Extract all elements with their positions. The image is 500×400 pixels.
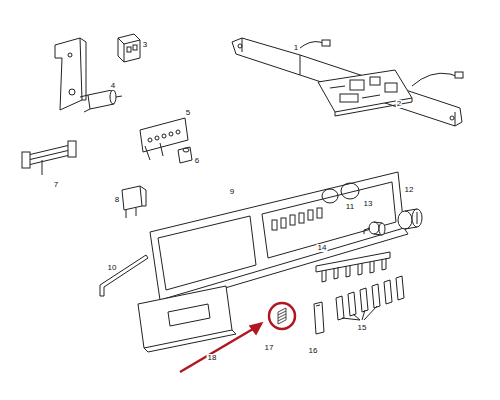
control-board (318, 70, 412, 116)
callout-number: 1 (293, 44, 299, 52)
small-knob (364, 222, 385, 235)
callout-number: 6 (194, 157, 200, 165)
side-bracket (55, 38, 86, 110)
callout-number: 16 (308, 347, 319, 355)
ribbon-cable (22, 141, 76, 175)
callout-number: 13 (363, 200, 374, 208)
highlight-marker (180, 303, 295, 372)
callout-number: 12 (404, 186, 415, 194)
single-button (314, 302, 324, 334)
callout-number: 2 (396, 100, 402, 108)
callout-number: 17 (264, 344, 275, 352)
display-lens (138, 286, 236, 352)
small-switch (178, 147, 192, 163)
callout-number: 7 (53, 181, 59, 189)
callout-number: 10 (107, 264, 118, 272)
capacitor (80, 90, 122, 112)
callout-number: 9 (229, 188, 235, 196)
callout-number: 15 (357, 324, 368, 332)
rocker-switch (122, 186, 146, 218)
leader-lines (342, 306, 377, 320)
front-panel (150, 172, 408, 306)
connector-block (118, 34, 140, 62)
mounting-bracket (232, 38, 463, 126)
button-comb (316, 252, 390, 282)
light-pipe (100, 255, 148, 296)
callout-number: 11 (345, 203, 355, 211)
callout-number: 5 (185, 109, 191, 117)
spring (278, 308, 286, 324)
button-caps (336, 276, 404, 320)
callout-number: 4 (110, 82, 116, 90)
callout-number: 18 (207, 354, 218, 362)
program-knob (398, 209, 422, 229)
callout-number: 3 (142, 41, 148, 49)
callout-number: 8 (114, 196, 120, 204)
callout-number: 14 (317, 244, 328, 252)
